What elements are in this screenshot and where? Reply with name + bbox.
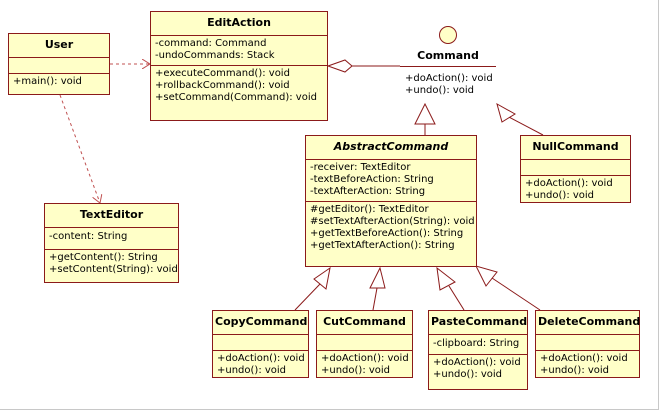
methods-section: +executeCommand(): void +rollbackCommand…	[151, 66, 327, 107]
class-user[interactable]: User +main(): void	[8, 33, 110, 95]
attributes-section	[213, 335, 308, 351]
methods-section: #getEditor(): TextEditor #setTextAfterAc…	[306, 202, 476, 255]
class-name: PasteCommand	[429, 311, 527, 335]
method: +setContent(String): void	[49, 264, 178, 275]
generalization-delete-line	[491, 277, 541, 311]
method: +doAction(): void	[525, 178, 613, 189]
class-name: NullCommand	[521, 136, 630, 160]
method: +setCommand(Command): void	[155, 92, 317, 103]
dependency-user-texteditor	[59, 94, 100, 203]
methods-section: +doAction(): void +undo(): void	[429, 355, 527, 384]
generalization-cut-line	[372, 287, 378, 311]
method: +undo(): void	[321, 365, 391, 376]
attribute: -content: String	[49, 231, 128, 242]
generalization-copy-triangle	[313, 266, 331, 290]
class-name: AbstractCommand	[306, 136, 476, 160]
class-null-command[interactable]: NullCommand +doAction(): void +undo(): v…	[520, 135, 631, 203]
method: +doAction(): void	[433, 357, 521, 368]
methods-section: +doAction(): void +undo(): void	[536, 351, 639, 380]
methods-section: +doAction(): void +undo(): void	[521, 176, 630, 205]
attributes-section	[536, 335, 639, 351]
class-name: TextEditor	[45, 204, 178, 228]
attributes-section: -command: Command -undoCommands: Stack	[151, 36, 327, 66]
attributes-section: -receiver: TextEditor -textBeforeAction:…	[306, 160, 476, 202]
method: +undo(): void	[217, 365, 287, 376]
attribute: -textBeforeAction: String	[310, 174, 434, 185]
method: +undo(): void	[525, 190, 595, 201]
method: +getTextBeforeAction(): String	[310, 228, 464, 239]
realization-abstract-command-triangle	[414, 102, 436, 125]
methods-section: +doAction(): void +undo(): void	[213, 351, 308, 380]
attribute: -undoCommands: Stack	[155, 50, 275, 61]
methods-section: +main(): void	[9, 74, 109, 91]
class-name: DeleteCommand	[536, 311, 640, 335]
attribute: -textAfterAction: String	[310, 186, 426, 197]
interface-divider	[400, 66, 496, 67]
aggregation-editaction-command	[326, 59, 353, 73]
interface-command-name[interactable]: Command	[417, 49, 479, 62]
method: +rollbackCommand(): void	[155, 80, 290, 91]
class-name: CopyCommand	[213, 311, 308, 335]
generalization-paste-triangle	[436, 266, 456, 291]
method: +doAction(): void	[540, 353, 628, 364]
class-edit-action[interactable]: EditAction -command: Command -undoComman…	[150, 11, 328, 121]
method: +doAction(): void	[321, 353, 409, 364]
method: #getEditor(): TextEditor	[310, 204, 429, 215]
attribute: -receiver: TextEditor	[310, 162, 411, 173]
method: +doAction(): void	[217, 353, 305, 364]
method: +undo(): void	[405, 85, 475, 96]
attributes-section	[317, 335, 412, 351]
method: +undo(): void	[433, 369, 503, 380]
methods-section: +getContent(): String +setContent(String…	[45, 250, 178, 279]
method: #setTextAfterAction(String): void	[310, 216, 475, 227]
attributes-section: -content: String	[45, 228, 178, 250]
realization-null-command-line	[506, 115, 544, 136]
class-cut-command[interactable]: CutCommand +doAction(): void +undo(): vo…	[316, 310, 413, 378]
class-name: User	[9, 34, 109, 58]
method: +doAction(): void	[405, 73, 493, 84]
attribute: -command: Command	[155, 38, 267, 49]
generalization-delete-triangle	[475, 265, 498, 287]
method: +getContent(): String	[49, 252, 158, 263]
method: +executeCommand(): void	[155, 68, 290, 79]
realization-null-command-triangle	[496, 102, 516, 123]
class-name: CutCommand	[317, 311, 412, 335]
interface-command-methods: +doAction(): void +undo(): void	[405, 73, 493, 97]
attributes-section: -clipboard: String	[429, 335, 527, 355]
class-delete-command[interactable]: DeleteCommand +doAction(): void +undo():…	[535, 310, 640, 378]
generalization-copy-line	[294, 283, 321, 311]
generalization-paste-line	[448, 285, 465, 311]
method: +getTextAfterAction(): String	[310, 240, 455, 251]
class-abstract-command[interactable]: AbstractCommand -receiver: TextEditor -t…	[305, 135, 477, 267]
attributes-section	[521, 160, 630, 176]
attribute: -clipboard: String	[433, 338, 520, 349]
method: +main(): void	[13, 76, 82, 87]
methods-section: +doAction(): void +undo(): void	[317, 351, 412, 380]
generalization-cut-triangle	[369, 266, 386, 289]
attributes-section	[9, 58, 109, 74]
class-text-editor[interactable]: TextEditor -content: String +getContent(…	[44, 203, 179, 283]
class-copy-command[interactable]: CopyCommand +doAction(): void +undo(): v…	[212, 310, 309, 378]
interface-lollipop-icon	[439, 26, 457, 44]
class-paste-command[interactable]: PasteCommand -clipboard: String +doActio…	[428, 310, 528, 390]
method: +undo(): void	[540, 365, 610, 376]
class-name: EditAction	[151, 12, 327, 36]
